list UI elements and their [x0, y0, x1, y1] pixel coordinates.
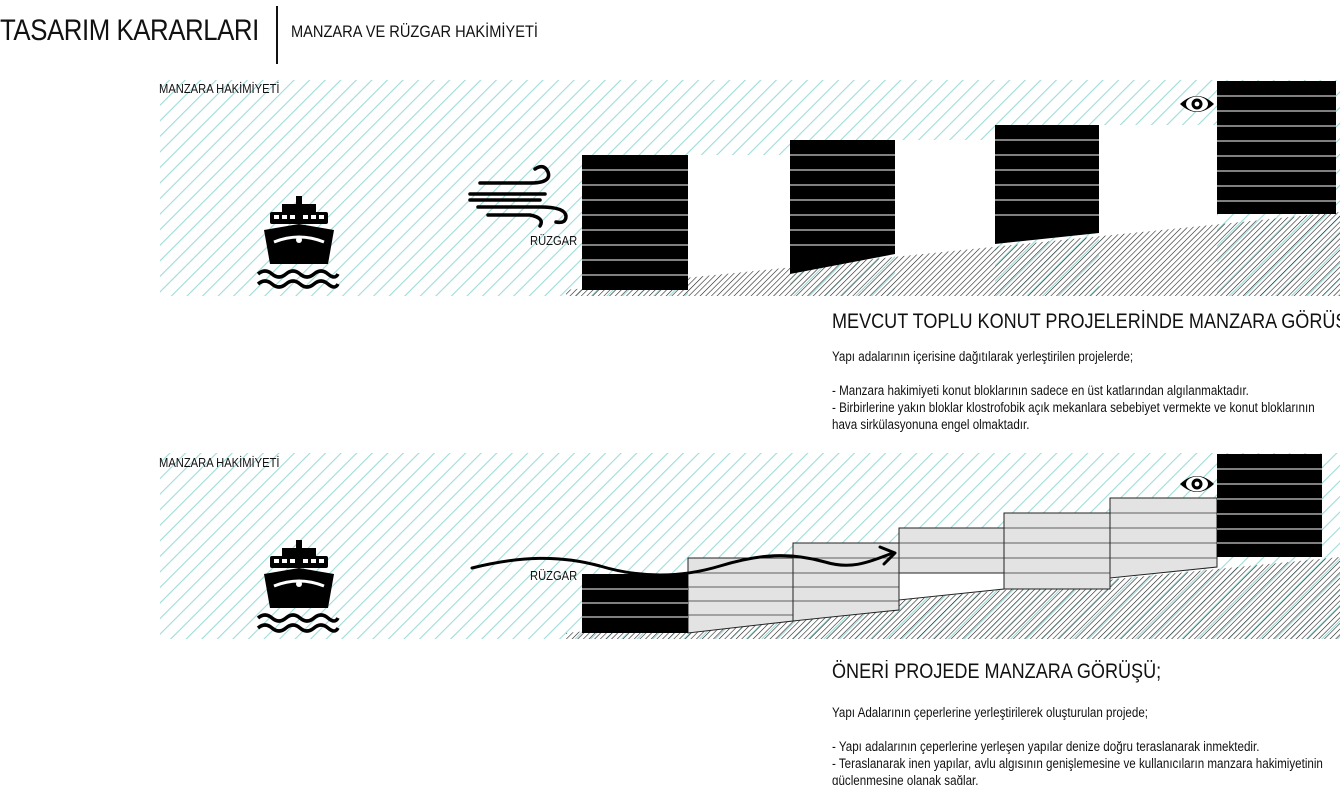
proposal-intro: Yapı Adalarının çeperlerine yerleştirile…: [832, 705, 1149, 720]
ground-slope: [566, 212, 1340, 296]
existing-intro: Yapı adalarının içerisine dağıtılarak ye…: [832, 349, 1134, 364]
view-dominance-label: MANZARA HAKİMİYETİ: [159, 81, 280, 96]
page-subtitle: MANZARA VE RÜZGAR HAKİMİYETİ: [291, 22, 538, 41]
ship-icon: [256, 540, 340, 633]
proposal-bullet-2: - Teraslanarak inen yapılar, avlu algısı…: [832, 756, 1323, 785]
existing-section-diagram: [160, 80, 1340, 296]
title-divider: [276, 6, 278, 64]
wind-label: RÜZGAR: [530, 568, 578, 583]
existing-description: Yapı adalarının içerisine dağıtılarak ye…: [832, 348, 1339, 432]
wind-icon: [468, 164, 568, 228]
eye-icon: [1180, 96, 1214, 112]
wind-label: RÜZGAR: [530, 233, 578, 248]
view-dominance-label: MANZARA HAKİMİYETİ: [159, 455, 280, 470]
ship-icon: [256, 196, 340, 289]
proposal-bullet-1: - Yapı adalarının çeperlerine yerleşen y…: [832, 739, 1260, 754]
proposal-description: Yapı Adalarının çeperlerine yerleştirile…: [832, 704, 1339, 785]
existing-heading: MEVCUT TOPLU KONUT PROJELERİNDE MANZARA …: [832, 310, 1340, 333]
building-block: [1217, 454, 1322, 557]
proposal-heading: ÖNERİ PROJEDE MANZARA GÖRÜŞÜ;: [832, 660, 1162, 683]
existing-bullet-1: - Manzara hakimiyeti konut bloklarının s…: [832, 383, 1249, 398]
proposal-section-diagram: [160, 453, 1340, 639]
building-block: [790, 140, 895, 274]
page-title: TASARIM KARARLARI: [0, 14, 259, 47]
building-block: [1217, 81, 1336, 214]
existing-bullet-2: - Birbirlerine yakın bloklar klostrofobi…: [832, 400, 1315, 432]
eye-icon: [1180, 476, 1214, 492]
building-block: [582, 155, 688, 290]
wave-arrow-icon: [470, 545, 897, 577]
building-block: [582, 574, 688, 633]
